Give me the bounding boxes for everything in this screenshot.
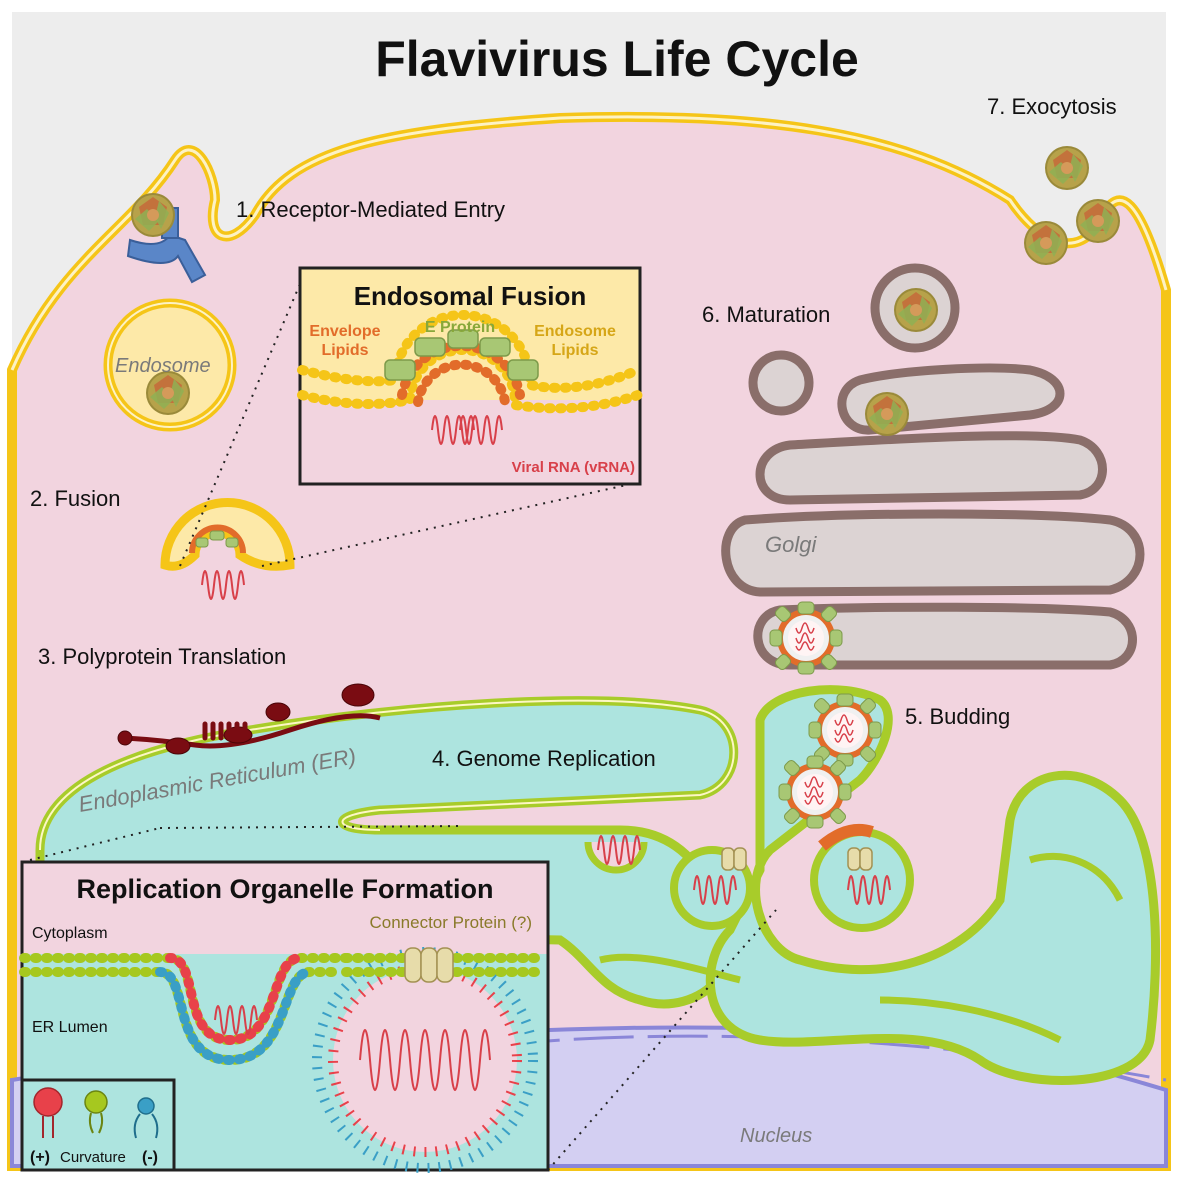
virion-entry — [131, 193, 175, 237]
step-6-label: 6. Maturation — [702, 302, 830, 327]
label-viral-rna: Viral RNA (vRNA) — [512, 459, 635, 476]
inset-fusion-title: Endosomal Fusion — [354, 281, 587, 311]
immature-virion-golgi — [770, 602, 842, 674]
label-cytoplasm: Cytoplasm — [32, 925, 108, 942]
step-3-label: 3. Polyprotein Translation — [38, 644, 286, 669]
step-4-label: 4. Genome Replication — [432, 746, 656, 771]
step-1-label: 1. Receptor-Mediated Entry — [236, 197, 505, 222]
golgi-label: Golgi — [765, 532, 817, 557]
legend-plus: (+) — [30, 1149, 50, 1166]
virion-released-2 — [1024, 221, 1068, 265]
label-e-protein: E Protein — [425, 319, 495, 336]
label-endosome-lipids-1: Endosome — [534, 323, 616, 340]
endosome-label: Endosome — [115, 355, 211, 377]
legend-curvature: Curvature — [60, 1149, 126, 1166]
inset-replication-title: Replication Organelle Formation — [76, 874, 493, 904]
vesicle-maturation — [875, 268, 955, 348]
label-connector-protein: Connector Protein (?) — [369, 913, 532, 932]
step-2-label: 2. Fusion — [30, 486, 121, 511]
label-envelope-lipids-1: Envelope — [309, 323, 380, 340]
step-7-label: 7. Exocytosis — [987, 94, 1117, 119]
legend-minus: (-) — [142, 1149, 158, 1166]
nucleus-label: Nucleus — [740, 1125, 812, 1147]
label-envelope-lipids-2: Lipids — [321, 342, 368, 359]
label-er-lumen: ER Lumen — [32, 1019, 108, 1036]
virion-released-3 — [1076, 199, 1120, 243]
immature-virion-2 — [779, 756, 851, 828]
virion-released-1 — [1045, 146, 1089, 190]
immature-virion-1 — [809, 694, 881, 766]
step-5-label: 5. Budding — [905, 704, 1010, 729]
page-title: Flavivirus Life Cycle — [375, 31, 859, 87]
inset-replication-organelle — [22, 862, 548, 1170]
virion-golgi — [865, 392, 909, 436]
label-endosome-lipids-2: Lipids — [551, 342, 598, 359]
